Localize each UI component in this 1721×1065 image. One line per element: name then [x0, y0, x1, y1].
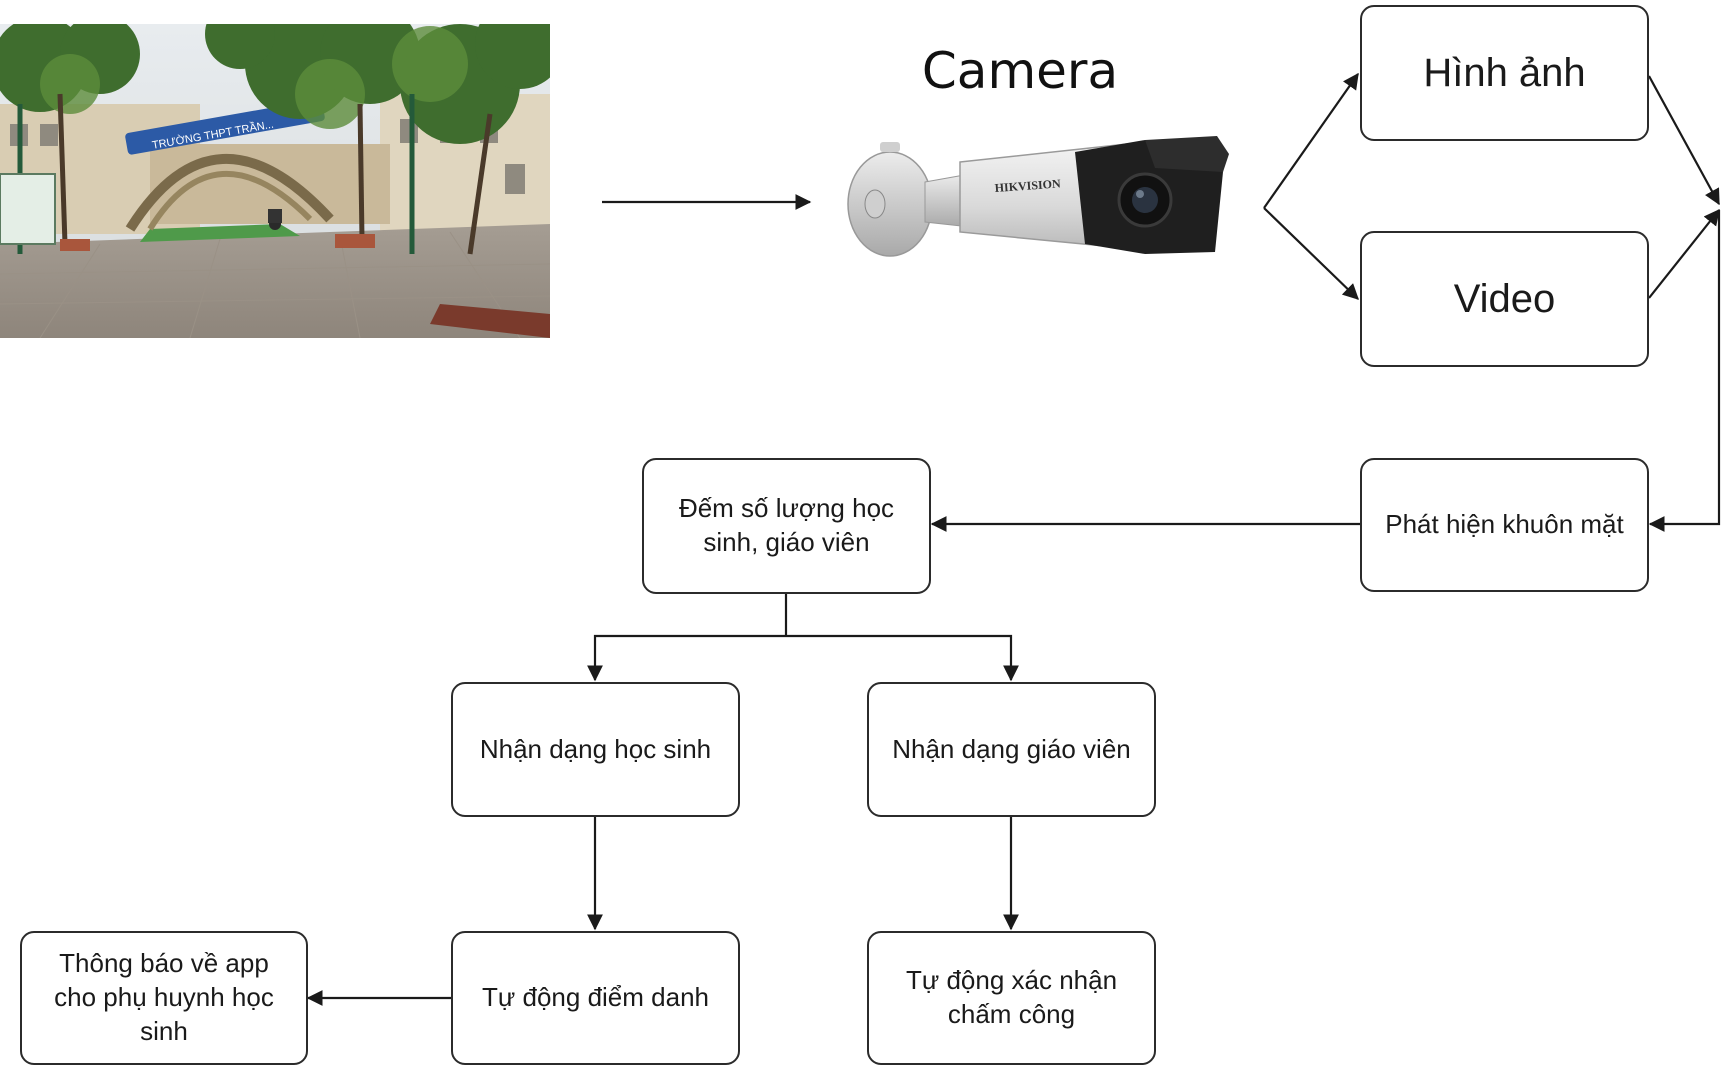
node-cham-cong-label: Tự động xác nhận chấm công — [905, 965, 1118, 1029]
camera-brand-label: HIKVISION — [994, 176, 1061, 195]
node-thong-bao-label: Thông báo về app cho phụ huynh học sinh — [54, 948, 274, 1046]
node-hinh-anh: Hình ảnh — [1360, 5, 1649, 141]
node-hinh-anh-label: Hình ảnh — [1423, 51, 1586, 95]
node-tu-dong-diem-danh: Tự động điểm danh — [451, 931, 740, 1065]
arrow-to-nhan-dang-hs — [587, 634, 786, 682]
arrow-to-video — [1263, 207, 1359, 300]
arrow-hinh-anh-to-rail — [1648, 75, 1720, 206]
node-nhan-dang-hs-label: Nhận dạng học sinh — [479, 733, 712, 764]
node-nhan-dang-gv-label: Nhận dạng giáo viên — [892, 733, 1131, 764]
arrow-video-to-rail — [1648, 208, 1720, 299]
node-dem-so-luong: Đếm số lượng học sinh, giáo viên — [642, 458, 931, 594]
camera-icon: HIKVISION — [845, 132, 1235, 272]
node-nhan-dang-hoc-sinh: Nhận dạng học sinh — [451, 682, 740, 817]
node-dem-so-luong-label: Đếm số lượng học sinh, giáo viên — [678, 493, 895, 557]
node-thong-bao-app: Thông báo về app cho phụ huynh học sinh — [20, 931, 308, 1065]
node-nhan-dang-giao-vien: Nhận dạng giáo viên — [867, 682, 1156, 817]
node-video: Video — [1360, 231, 1649, 367]
school-courtyard-photo: TRƯỜNG THPT TRẦN... — [0, 24, 550, 338]
arrow-to-hinh-anh — [1263, 72, 1359, 209]
node-tu-dong-cham-cong: Tự động xác nhận chấm công — [867, 931, 1156, 1065]
node-video-label: Video — [1453, 277, 1556, 321]
arrow-rail-to-phat-hien — [1648, 210, 1721, 532]
node-phat-hien-label: Phát hiện khuôn mặt — [1385, 509, 1624, 540]
arrow-to-nhan-dang-gv — [786, 634, 1019, 682]
node-diem-danh-label: Tự động điểm danh — [482, 982, 709, 1013]
camera-title: Camera — [921, 42, 1119, 100]
node-phat-hien-khuon-mat: Phát hiện khuôn mặt — [1360, 458, 1649, 592]
